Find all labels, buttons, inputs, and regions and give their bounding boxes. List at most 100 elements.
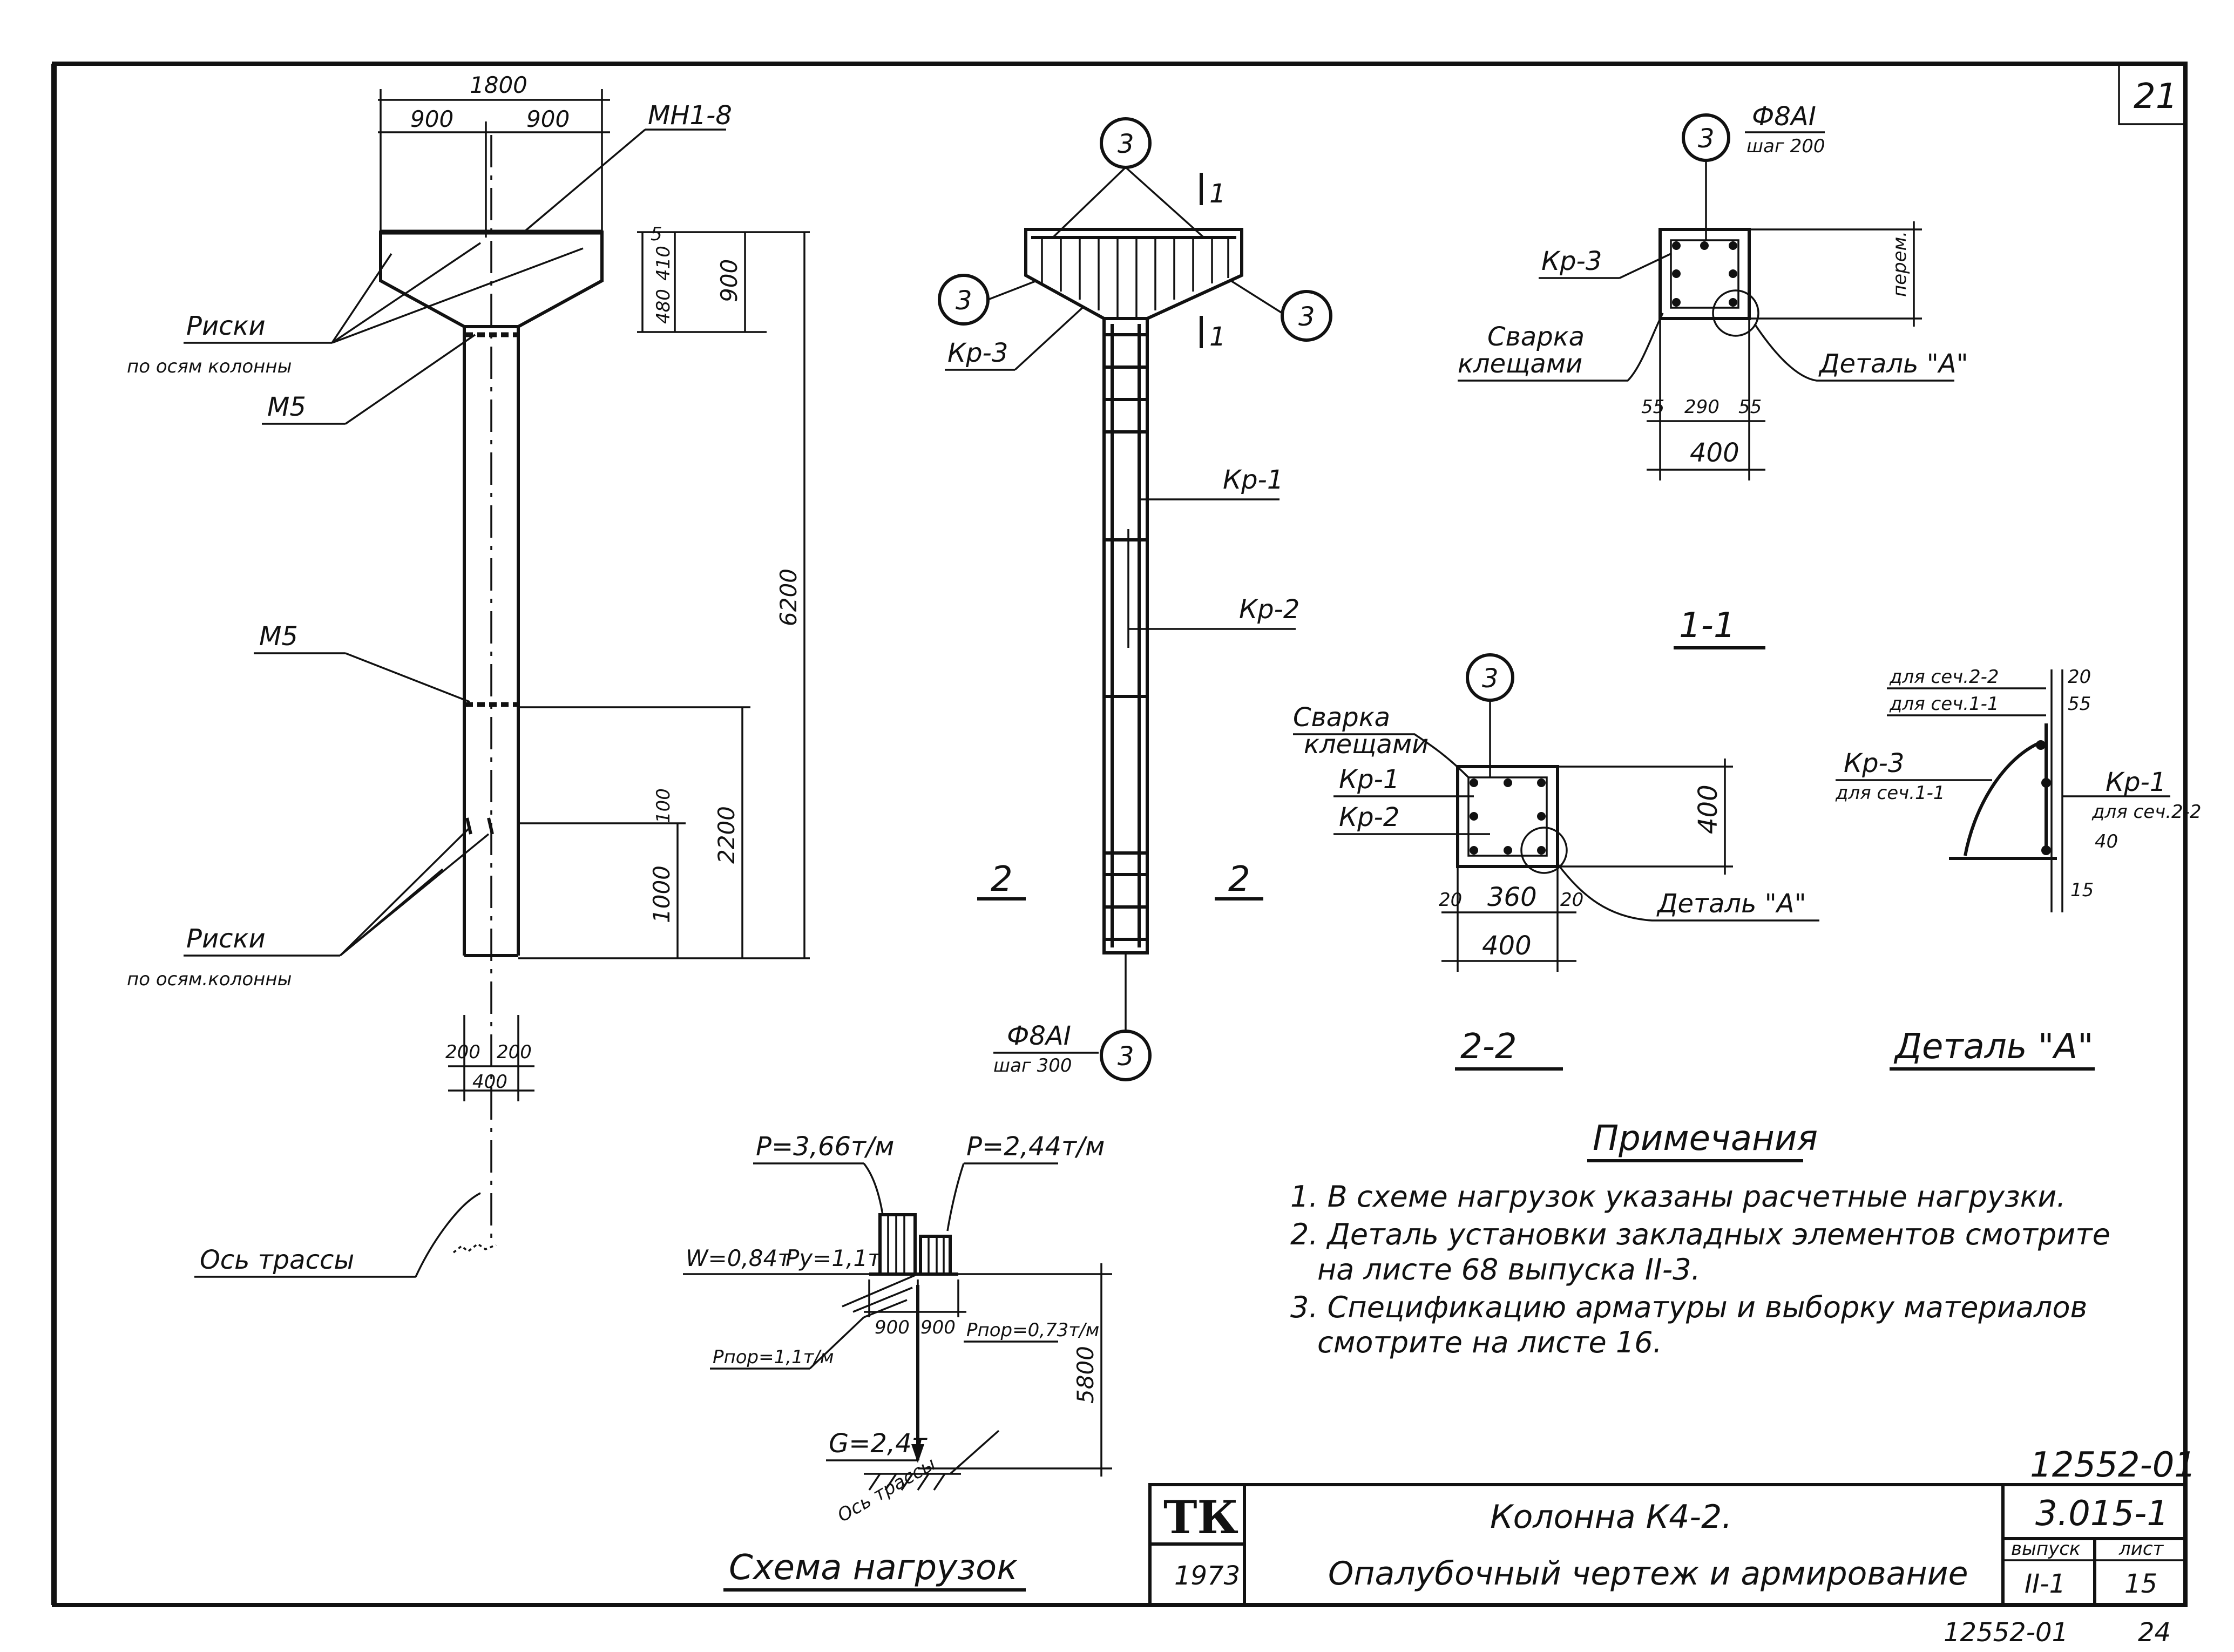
elev-base-200-left: 200 — [445, 1041, 480, 1063]
s22-kr1: Кр-1 — [1339, 764, 1399, 795]
pos-3-label-top: 3 — [1118, 129, 1134, 159]
elev-m5-upper: М5 — [267, 392, 306, 422]
s22-pos-3-label: 3 — [1482, 663, 1499, 694]
notes: Примечания 1. В схеме нагрузок указаны р… — [1290, 1119, 2110, 1359]
tb-sheet-value: 15 — [2124, 1569, 2157, 1599]
s11-dim-55-right: 55 — [1738, 396, 1762, 418]
detA-kr1: Кр-1 — [2106, 767, 2166, 797]
loads-dim-900-left: 900 — [875, 1317, 910, 1338]
elev-vdim-480: 480 — [653, 289, 674, 324]
elev-height-2200: 2200 — [713, 806, 740, 864]
detA-dim-40: 40 — [2095, 831, 2118, 852]
tb-year: 1973 — [1174, 1561, 1240, 1591]
s11-dim-400: 400 — [1690, 438, 1739, 468]
note-3-cont: смотрите на листе 16. — [1317, 1325, 1662, 1359]
loads-p-left: P=3,66т/м — [756, 1132, 894, 1162]
pos-3-bubble-right — [1281, 290, 1332, 342]
loads-py: Py=1,1т — [786, 1245, 882, 1271]
s11-dim-55-left: 55 — [1641, 396, 1664, 418]
elev-vdim-410: 410 — [653, 246, 674, 281]
elev-base-200-right: 200 — [497, 1041, 532, 1063]
s22-dim-20-right: 20 — [1560, 889, 1583, 911]
elev-m5-lower: М5 — [259, 621, 298, 652]
detA-label-2: для сеч.1-1 — [1889, 693, 1999, 715]
loads-ptop-right: Pпор=0,73т/м — [966, 1319, 1099, 1341]
section-2-2: 3 Сварка клещами Кр-1 Кр-2 Деталь "А" 40… — [1293, 653, 1819, 1071]
s11-title: 1-1 — [1679, 606, 1736, 646]
bottom-code: 12552-01 — [1944, 1617, 2068, 1648]
elev-plate-mark: МН1-8 — [648, 100, 732, 131]
elev-vdim-5: 5 — [651, 224, 662, 245]
section-mark-1-bottom: 1 — [1209, 322, 1226, 352]
detA-dim-55: 55 — [2068, 693, 2091, 715]
elev-marks-label-2-sub: по осям.колонны — [127, 969, 292, 990]
note-2-cont: на листе 68 выпуска II-3. — [1317, 1252, 1701, 1287]
note-2: 2. Деталь установки закладных элементов … — [1290, 1217, 2110, 1251]
tb-sheet-label: лист — [2118, 1538, 2164, 1560]
pos-3-label-bottom: 3 — [1118, 1041, 1134, 1072]
s22-dim-360: 360 — [1487, 882, 1537, 912]
detA-dim-20: 20 — [2068, 666, 2091, 688]
column-elevation: 1800 900 900 МН1-8 5 410 480 900 6200 — [127, 72, 810, 1278]
detA-title: Деталь "А" — [1893, 1027, 2094, 1067]
s11-dim-var: перем. — [1889, 231, 1911, 297]
elev-marks-label-1: Риски — [186, 311, 266, 341]
s11-weld-2: клещами — [1458, 349, 1582, 379]
elev-vdim-900: 900 — [716, 259, 742, 302]
elev-dim-100: 100 — [653, 788, 674, 823]
elev-marks-label-1-sub: по осям колонны — [127, 356, 292, 377]
title-block: 12552-01 ТК 1973 Колонна К4-2. Опалубочн… — [1148, 1445, 2196, 1607]
detA-kr1-sub: для сеч.2-2 — [2091, 801, 2202, 823]
detA-kr3-sub: для сеч.1-1 — [1835, 782, 1945, 804]
section-mark-2-right: 2 — [1228, 859, 1250, 899]
s11-weld-1: Сварка — [1487, 322, 1585, 352]
loads-ptop-left: Pпор=1,1т/м — [713, 1346, 834, 1368]
section-mark-2-left: 2 — [991, 859, 1013, 899]
load-scheme: P=3,66т/м P=2,44т/м W=0,84т Py=1,1т 900 — [683, 1132, 1112, 1592]
reinf-bar-spec-1: Ф8АI — [1007, 1021, 1071, 1051]
tb-title-2: Опалубочный чертеж и армирование — [1328, 1555, 1968, 1593]
tb-series: 3.015-1 — [2035, 1494, 2169, 1534]
reinforcement-elevation: 3 3 3 3 Ф8АI шаг 300 1 1 2 2 Кр-3 Кр-1 К… — [938, 117, 1332, 1081]
elev-base-400: 400 — [472, 1071, 507, 1093]
s11-bar-spec-2: шаг 200 — [1746, 136, 1825, 157]
loads-g: G=2,4т — [829, 1428, 928, 1459]
tb-title-1: Колонна К4-2. — [1490, 1498, 1732, 1536]
s22-detail: Деталь "А" — [1656, 889, 1806, 919]
s22-dim-400-vert: 400 — [1693, 784, 1723, 834]
tb-code-top: 12552-01 — [2030, 1445, 2196, 1485]
loads-height: 5800 — [1072, 1346, 1099, 1404]
section-mark-1-top: 1 — [1209, 179, 1226, 209]
elev-marks-label-2: Риски — [186, 924, 266, 954]
s11-pos-3-label: 3 — [1698, 124, 1715, 154]
tb-issue-label: выпуск — [2011, 1538, 2081, 1560]
loads-w: W=0,84т — [686, 1245, 791, 1271]
elev-dim-900-right: 900 — [526, 106, 570, 132]
pos-3-label-right: 3 — [1298, 302, 1315, 332]
reinf-bar-spec-2: шаг 300 — [993, 1055, 1072, 1076]
loads-p-right: P=2,44т/м — [966, 1132, 1105, 1162]
elev-axis-label: Ось трассы — [200, 1245, 354, 1275]
s11-detail: Деталь "А" — [1818, 349, 1968, 379]
tb-issue-value: II-1 — [2025, 1569, 2066, 1599]
reinf-kr1: Кр-1 — [1223, 465, 1283, 495]
pos-3-label-left: 3 — [956, 286, 972, 316]
elev-dim-1800: 1800 — [470, 72, 527, 98]
s22-title: 2-2 — [1460, 1027, 1517, 1067]
sheet-number-box — [2118, 63, 2186, 125]
elev-height-6200: 6200 — [775, 568, 802, 626]
reinf-kr2: Кр-2 — [1239, 594, 1299, 625]
detA-kr3: Кр-3 — [1844, 748, 1904, 778]
detail-a: для сеч.2-2 для сеч.1-1 20 55 Кр-3 для с… — [1835, 666, 2202, 1071]
reinf-kr3: Кр-3 — [947, 338, 1008, 368]
s22-dim-400: 400 — [1482, 931, 1532, 961]
loads-dim-900-right: 900 — [920, 1317, 956, 1338]
note-3: 3. Спецификацию арматуры и выборку матер… — [1290, 1290, 2087, 1324]
detA-dim-15: 15 — [2070, 879, 2094, 901]
notes-title: Примечания — [1593, 1119, 1818, 1159]
detA-label-1: для сеч.2-2 — [1889, 666, 1999, 688]
sheet-number: 21 — [2134, 77, 2177, 117]
s22-dim-20-left: 20 — [1439, 889, 1462, 911]
s22-weld-1: Сварка — [1293, 702, 1390, 733]
